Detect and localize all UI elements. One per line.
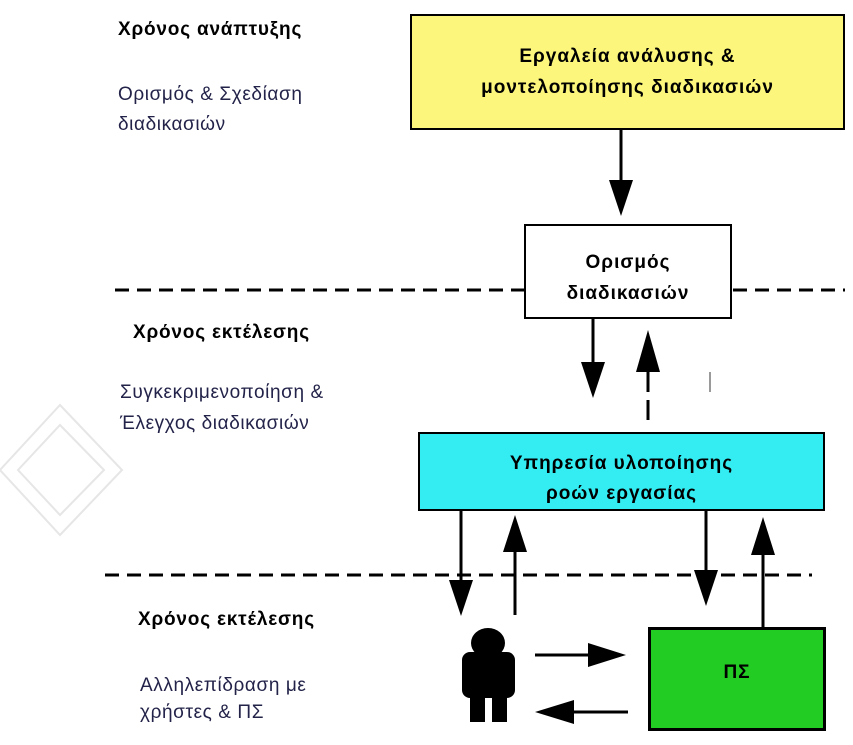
box-label-line: μοντελοποίησης διαδικασιών [481,77,774,98]
phase-description-line: Ορισμός & Σχεδίαση [118,84,303,105]
phase-description-runtime-interaction: Αλληλεπίδραση με χρήστες & ΠΣ [140,672,307,726]
phase-title-runtime-interaction: Χρόνος εκτέλεσης [138,609,315,630]
arrow-service-to-is [694,511,718,606]
arrow-definition-to-service [581,319,605,398]
phase-description-line: Συγκεκριμενοποίηση & [120,382,324,403]
watermark-outer-diamond [0,403,124,537]
box-label-line: Ορισμός [585,251,671,273]
workflow-service-box: Υπηρεσία υλοποίησης ροών εργασίας [418,432,825,511]
phase-description-line: Έλεγχος διαδικασιών [120,413,310,434]
box-label-line: ροών εργασίας [545,482,698,504]
arrow-service-to-definition-dashed [636,330,660,420]
phase-description-line: διαδικασιών [118,114,226,135]
phase-title-runtime-control: Χρόνος εκτέλεσης [133,322,310,343]
arrow-service-to-user [449,511,473,616]
phase-description-runtime-control: Συγκεκριμενοποίηση & Έλεγχος διαδικασιών [120,377,324,439]
phase-description-line: χρήστες & ΠΣ [140,702,265,723]
arrow-is-to-service [751,517,775,627]
box-label-line: ΠΣ [723,661,751,683]
phase-description-line: Αλληλεπίδραση με [140,675,307,696]
arrow-tools-to-definition [609,130,633,216]
box-label-line: Εργαλεία ανάλυσης & [519,46,736,67]
person-icon [462,628,515,722]
watermark-inner-diamond [16,423,106,517]
arrow-is-to-user [535,700,628,724]
phase-description-development: Ορισμός & Σχεδίαση διαδικασιών [118,80,303,140]
arrow-user-to-service [503,515,527,615]
box-label-line: Υπηρεσία υλοποίησης [509,452,734,474]
arrow-user-to-is [535,643,626,667]
process-definition-box: Ορισμός διαδικασιών [524,224,732,319]
watermark [0,403,124,537]
modeling-tools-box: Εργαλεία ανάλυσης & μοντελοποίησης διαδι… [410,14,845,130]
information-system-box: ΠΣ [648,627,826,731]
phase-title-development: Χρόνος ανάπτυξης [118,19,303,40]
box-label-line: διαδικασιών [566,282,690,304]
